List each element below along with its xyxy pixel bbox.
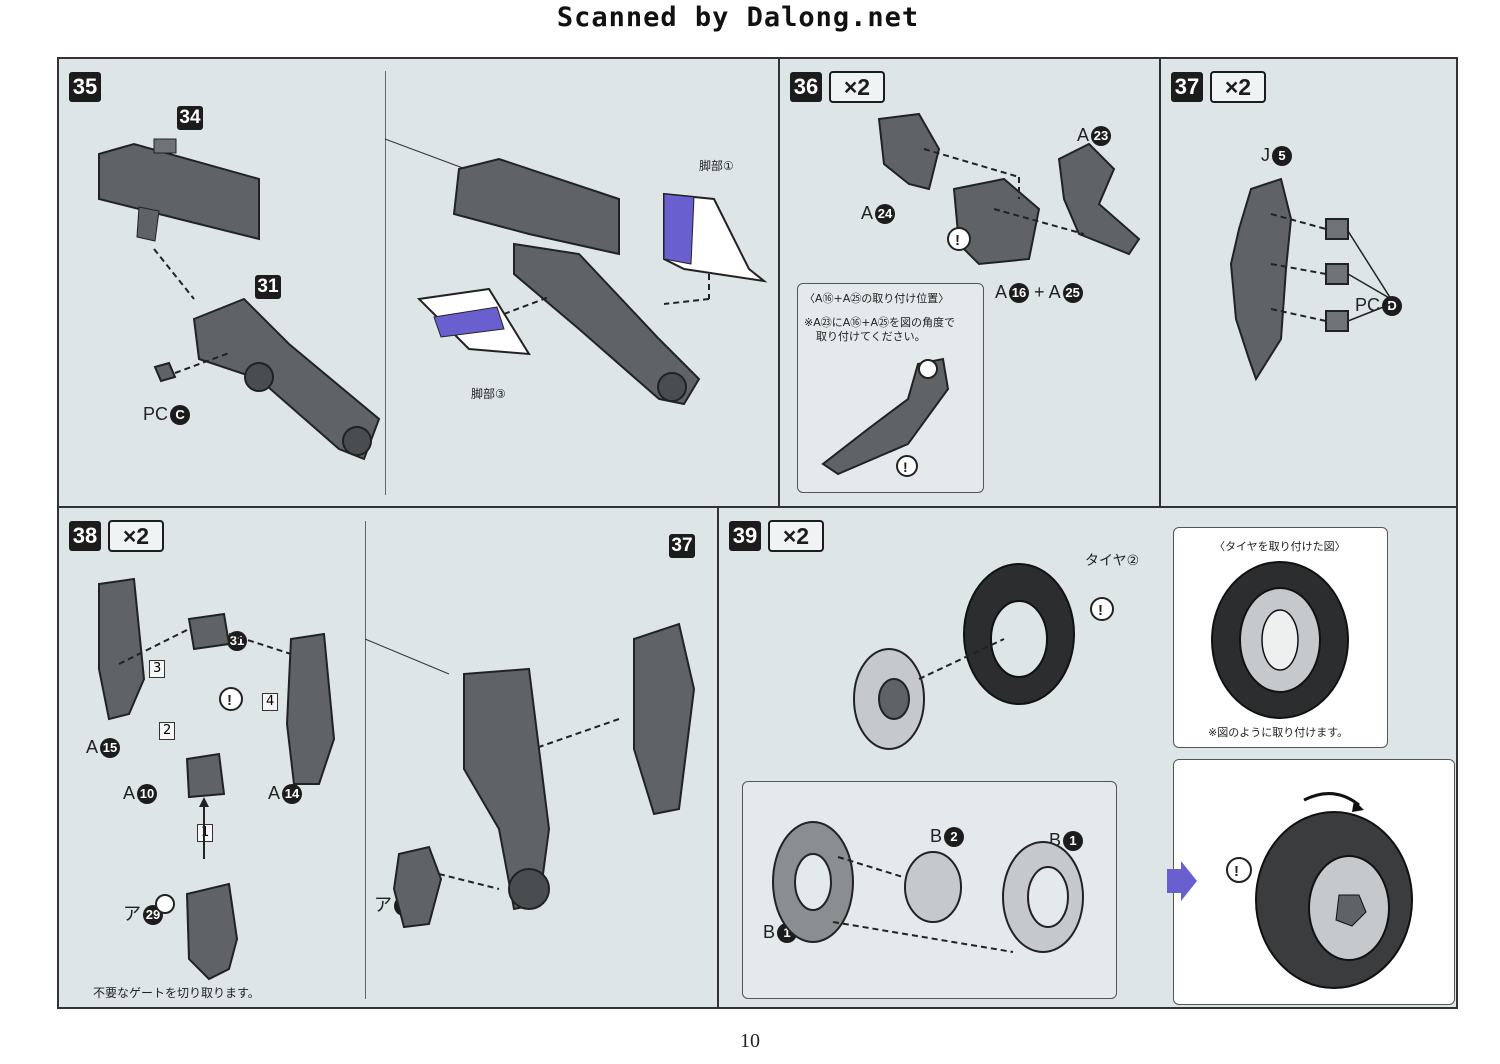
step-number: 38 (69, 521, 101, 551)
leg-part-1-label: 脚部① (699, 159, 734, 173)
final-tire-view: ! (1173, 759, 1455, 1005)
note-line-2: 取り付けてください。 (816, 330, 926, 343)
quantity-multiplier: ×2 (108, 520, 164, 552)
leg-part-3-piece (416, 287, 531, 356)
panel-divider (778, 59, 780, 506)
note-title: 〈A⑯+A㉕の取り付け位置〉 (804, 292, 950, 305)
step-37-illustration (1229, 177, 1392, 382)
quantity-multiplier: ×2 (768, 520, 824, 552)
step-number: 39 (729, 521, 761, 551)
step-35-illustration (98, 138, 768, 461)
ref-step-37: 37 (669, 534, 695, 558)
quantity-multiplier: ×2 (829, 71, 885, 103)
assembled-leg (452, 157, 701, 406)
step-38-illustration: ! (98, 577, 696, 981)
tire-mounted-inset: 〈タイヤを取り付けた図〉 ※図のように取り付けます。 (1173, 527, 1388, 748)
gate-note: 不要なゲートを切り取ります。 (93, 986, 260, 1000)
order-4: 4 (262, 693, 279, 711)
panel-divider (59, 506, 1456, 508)
tire-label: タイヤ② (1085, 553, 1140, 569)
svg-text:!: ! (903, 459, 908, 475)
quantity-multiplier: ×2 (1210, 71, 1266, 103)
leg-part-3-label: 脚部③ (471, 387, 506, 401)
page-number: 10 (740, 1030, 760, 1052)
sub-divider (385, 71, 386, 495)
scan-watermark: Scanned by Dalong.net (556, 2, 920, 33)
leg-part-1-piece (663, 192, 768, 283)
step-36-illustration: ! (877, 112, 1141, 266)
ref-step-31: 31 (255, 275, 281, 299)
panel-divider (717, 508, 719, 1007)
svg-text:!: ! (1234, 863, 1239, 880)
weapon-part-34 (98, 138, 260, 242)
svg-text:!: ! (955, 232, 960, 249)
final-tire-illustration: ! (1226, 792, 1413, 989)
note-illustration: ! (821, 357, 950, 477)
step-number: 36 (790, 72, 822, 102)
panel-divider (1159, 59, 1161, 506)
leg-part-31 (192, 297, 381, 461)
step-number: 37 (1171, 72, 1203, 102)
order-3: 3 (149, 660, 166, 678)
sub-divider (365, 521, 366, 999)
svg-text:!: ! (227, 692, 232, 709)
note-line-1: ※A㉓にA⑯+A㉕を図の角度で (804, 316, 956, 329)
hub-illustration (772, 821, 1084, 953)
order-2: 2 (159, 722, 176, 740)
arrow-icon (1167, 861, 1197, 901)
note-inset-a16-a25: 〈A⑯+A㉕の取り付け位置〉 ※A㉓にA⑯+A㉕を図の角度で 取り付けてください… (797, 283, 984, 493)
ref-step-34: 34 (177, 106, 203, 130)
step-number: 35 (69, 72, 101, 102)
inset-note: ※図のように取り付けます。 (1208, 726, 1349, 739)
mounted-tire-illustration (1211, 561, 1349, 719)
svg-text:!: ! (1098, 602, 1103, 619)
order-1: 1 (197, 824, 214, 842)
inset-title: 〈タイヤを取り付けた図〉 (1214, 540, 1346, 553)
step-39-illustration: ! (853, 563, 1114, 750)
